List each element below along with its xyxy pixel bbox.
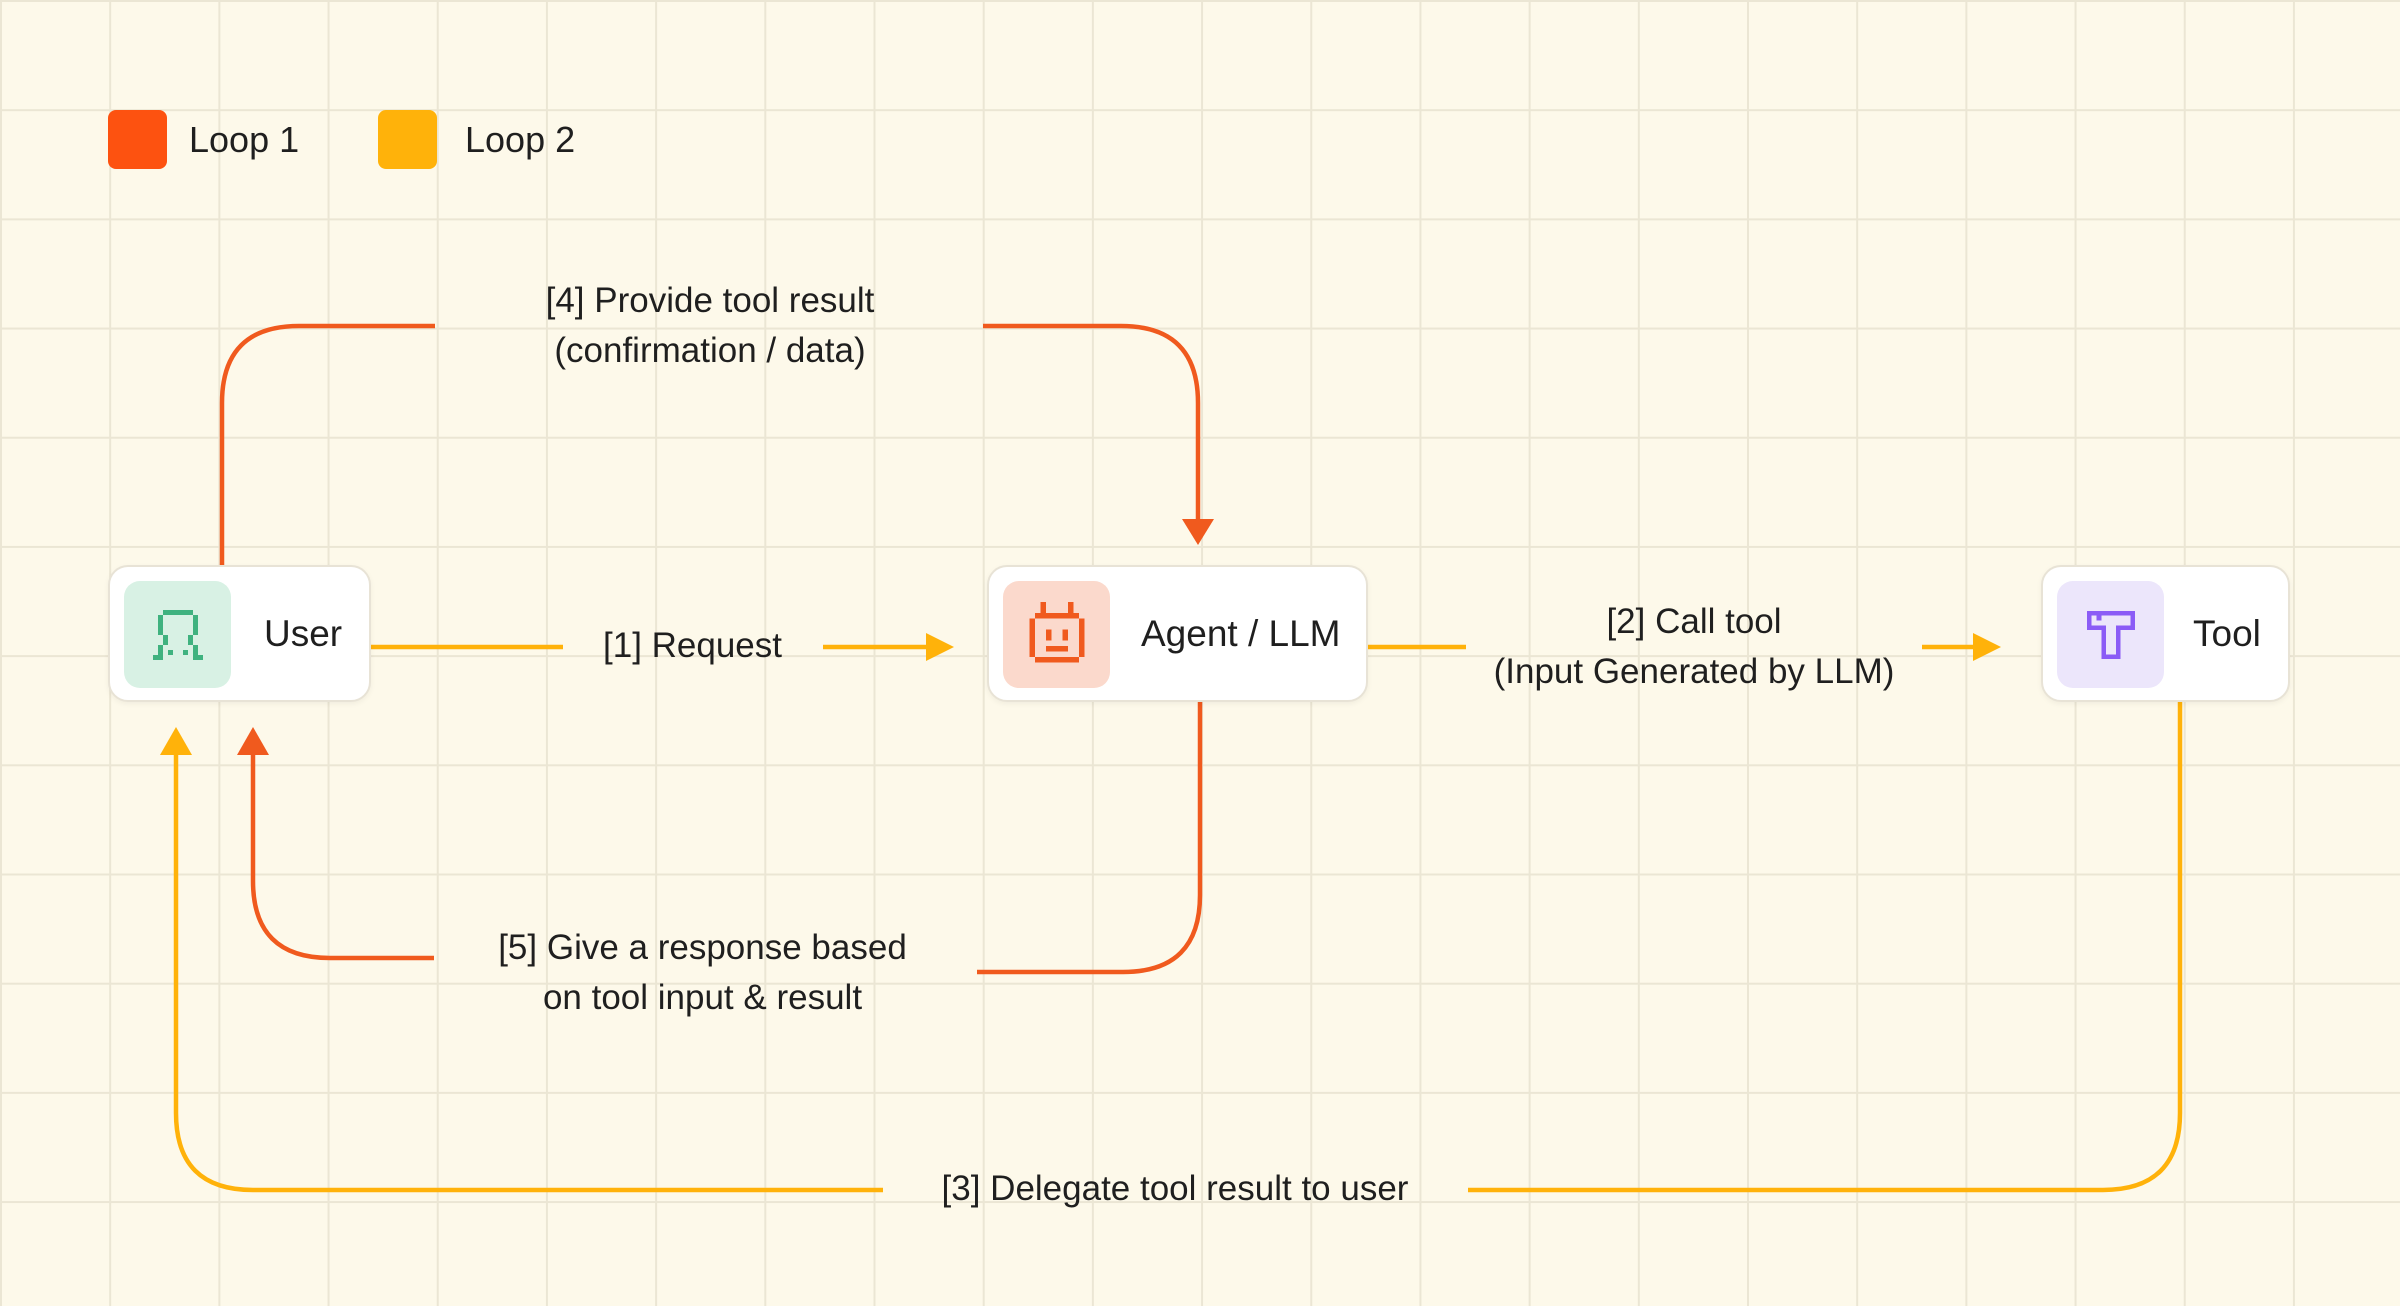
user-node[interactable]: User [108,565,371,702]
legend-label-loop-1: Loop 1 [189,119,300,160]
edge-2-label-line-2: (Input Generated by LLM) [1493,652,1895,691]
agent-node[interactable]: Agent / LLM [987,565,1368,702]
edge-4-label-line-1: [4] Provide tool result [545,281,875,320]
hammer-icon [2057,581,2164,688]
edge-5-label-line-2: on tool input & result [542,978,863,1017]
edge-2-label-line-1: [2] Call tool [1606,602,1782,641]
edge-4-label: [4] Provide tool result (confirmation / … [450,276,970,376]
tool-node-label: Tool [2193,612,2261,654]
edge-1-label: [1] Request [570,621,815,671]
edge-5-arrowhead [237,727,269,755]
person-icon [124,581,231,688]
edge-3-label: [3] Delegate tool result to user [890,1164,1460,1214]
user-node-label: User [264,612,343,654]
edge-5-line-left [250,755,434,961]
legend-label-loop-2: Loop 2 [465,119,576,160]
edge-4-arrowhead [1182,519,1214,545]
edge-1-label-text: [1] Request [603,626,782,665]
tool-node[interactable]: Tool [2041,565,2290,702]
robot-icon [1003,581,1110,688]
edge-3-label-text: [3] Delegate tool result to user [941,1169,1409,1208]
edge-2-label: [2] Call tool (Input Generated by LLM) [1470,597,1918,697]
edge-4-line-left [219,323,435,565]
edge-4-line-right [983,323,1201,523]
edge-1-arrowhead [926,633,954,661]
legend-swatch-loop-2 [378,110,437,169]
edge-3-line-right [1468,702,2183,1193]
edge-5-label-line-1: [5] Give a response based [498,928,907,967]
edge-5-label: [5] Give a response based on tool input … [450,923,955,1023]
edge-3-arrowhead [160,727,192,755]
edge-3-line-left [173,755,883,1193]
edge-2-arrowhead [1973,633,2001,661]
edge-4-label-line-2: (confirmation / data) [554,331,866,370]
legend-swatch-loop-1 [108,110,167,169]
edge-5-line-right [977,702,1203,975]
agent-node-label: Agent / LLM [1141,612,1341,654]
